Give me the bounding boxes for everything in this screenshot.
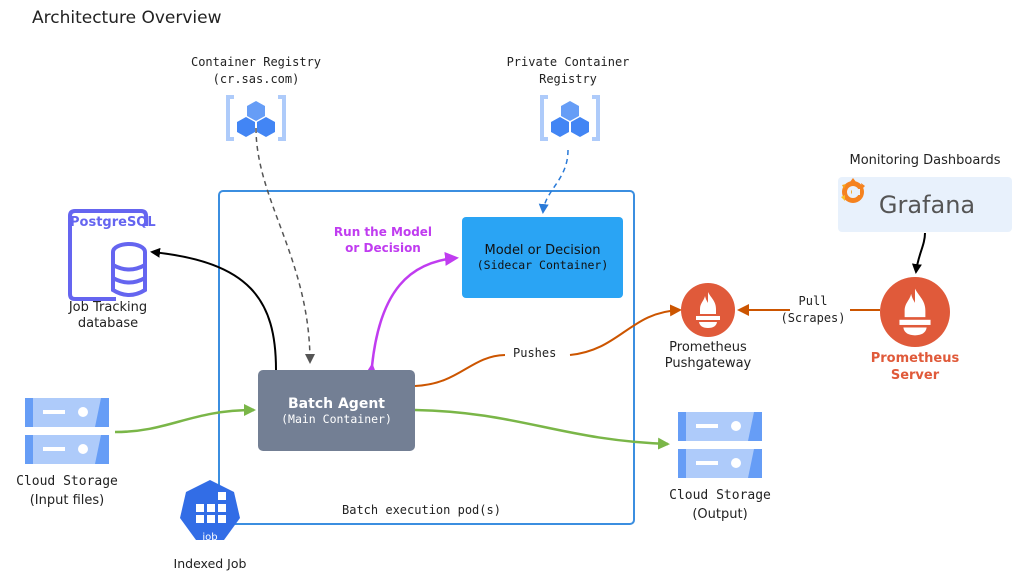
pull-label-line1: Pull xyxy=(798,294,828,308)
pull-label-line2: (Scrapes) xyxy=(780,311,846,325)
sidecar-container[interactable]: Model or Decision (Sidecar Container) xyxy=(462,217,623,298)
batch-agent-container[interactable]: Batch Agent (Main Container) xyxy=(258,370,415,451)
container-registry-icon xyxy=(226,95,286,141)
pushes-label: Pushes xyxy=(510,346,560,360)
batch-execution-pod xyxy=(218,190,635,525)
agent-subtitle: (Main Container) xyxy=(281,411,392,426)
prometheus-icon xyxy=(681,283,735,337)
monitoring-heading: Monitoring Dashboards xyxy=(849,153,1001,168)
cloud-storage-icon xyxy=(25,398,109,464)
private-registry-name-2: Registry xyxy=(539,72,597,86)
pushgateway-label-line2: Pushgateway xyxy=(664,356,752,371)
storage-input-line2: (Input files) xyxy=(29,493,105,508)
indexed-job-label: Indexed Job xyxy=(173,556,247,571)
agent-to-output-arrow xyxy=(414,408,670,450)
pushes-arrow-b xyxy=(569,304,682,356)
storage-output-label: Cloud Storage (Output) xyxy=(652,486,788,524)
job-badge: job xyxy=(202,532,218,543)
postgres-label-line1: Job Tracking xyxy=(68,300,148,315)
grafana-logo-icon xyxy=(841,178,865,203)
storage-input-line1: Cloud Storage xyxy=(16,474,118,489)
registry-to-agent-arrow xyxy=(255,127,315,364)
postgresql-logo-text: PostgreSQL xyxy=(70,215,156,230)
prometheus-server-line2: Server xyxy=(890,368,940,383)
grafana-to-prometheus-arrow xyxy=(911,232,926,274)
grafana-dashboard[interactable]: Grafana xyxy=(838,177,1012,232)
postgres-label: Job Tracking database xyxy=(48,300,168,332)
sidecar-subtitle: (Sidecar Container) xyxy=(476,258,609,272)
database-icon xyxy=(68,209,148,301)
private-registry-to-sidecar-arrow xyxy=(538,149,569,214)
prometheus-server-label: Prometheus Server xyxy=(855,350,975,384)
pod-label: Batch execution pod(s) xyxy=(342,503,501,517)
storage-input-label: Cloud Storage (Input files) xyxy=(0,472,134,510)
pushgateway-label-line1: Prometheus xyxy=(669,340,747,355)
pushes-arrow-a xyxy=(414,354,506,387)
private-registry-name: Private Container xyxy=(506,55,630,69)
page-title: Architecture Overview xyxy=(32,8,222,28)
grafana-brand-text: Grafana xyxy=(878,190,976,219)
agent-title: Batch Agent xyxy=(288,395,385,412)
kubernetes-job-icon xyxy=(180,480,240,540)
public-registry-host: (cr.sas.com) xyxy=(212,72,300,86)
container-registry-icon xyxy=(540,95,600,141)
run-model-label-line1: Run the Model xyxy=(333,225,433,239)
prometheus-server-line1: Prometheus xyxy=(870,351,960,366)
prometheus-icon xyxy=(880,277,950,347)
pull-label: Pull (Scrapes) xyxy=(773,293,853,327)
sidecar-title: Model or Decision xyxy=(484,243,601,258)
private-registry-label: Private Container Registry xyxy=(488,54,648,88)
pushgateway-label: Prometheus Pushgateway xyxy=(648,340,768,372)
agent-to-database-arrow xyxy=(150,247,277,371)
public-registry-name: Container Registry xyxy=(190,55,322,69)
input-to-agent-arrow xyxy=(114,404,256,434)
storage-output-line1: Cloud Storage xyxy=(669,488,771,503)
run-model-label: Run the Model or Decision xyxy=(318,224,448,256)
storage-output-line2: (Output) xyxy=(692,507,748,522)
public-registry-label: Container Registry (cr.sas.com) xyxy=(176,54,336,88)
cloud-storage-icon xyxy=(678,412,762,478)
postgres-label-line2: database xyxy=(77,316,139,331)
run-model-arrow xyxy=(363,251,459,378)
run-model-label-line2: or Decision xyxy=(345,241,421,255)
